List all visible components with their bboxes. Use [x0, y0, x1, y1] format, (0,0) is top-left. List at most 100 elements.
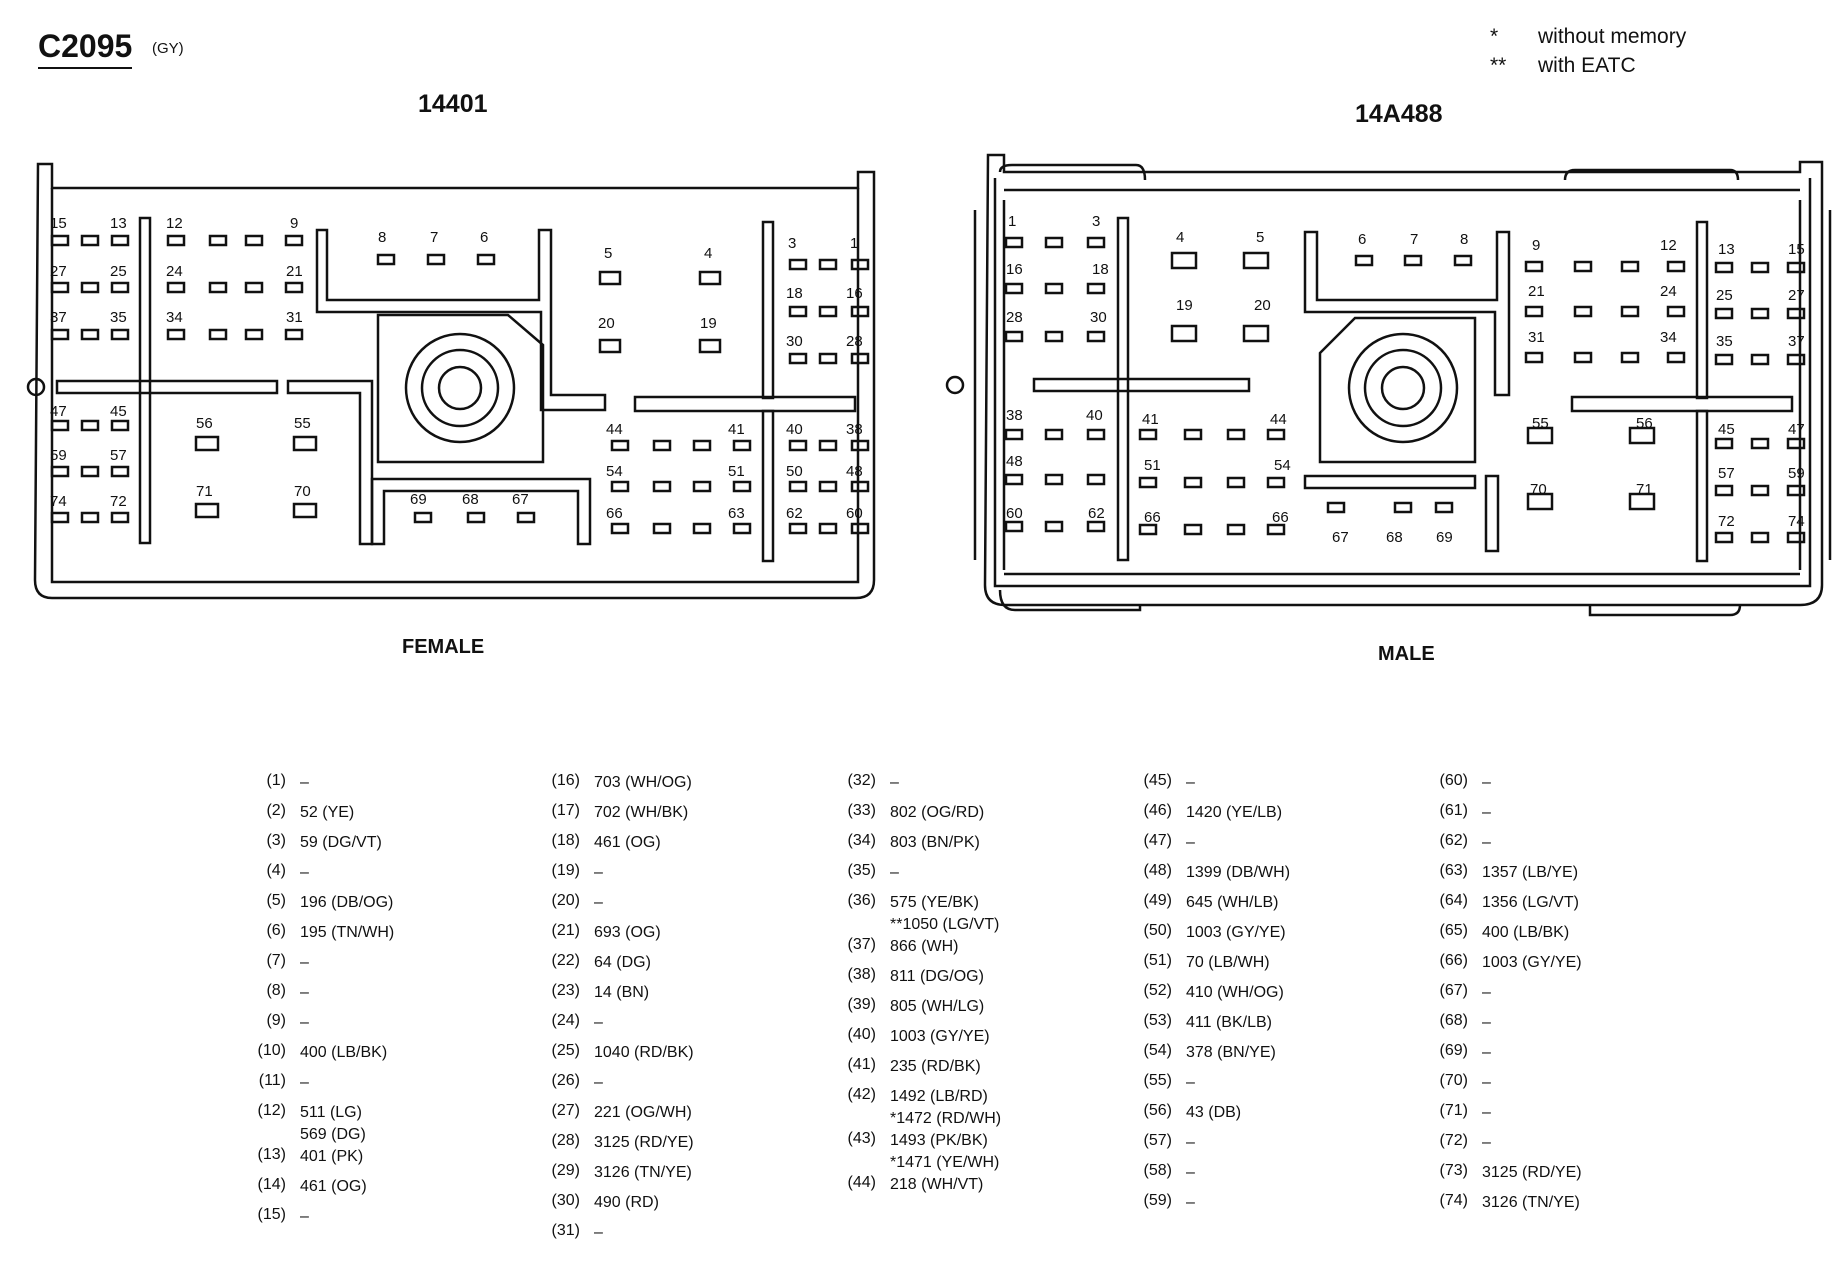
pin-cavity — [1620, 351, 1640, 364]
pin-cavity — [244, 234, 264, 247]
pin-label: 59 — [1788, 465, 1805, 482]
pin-circuit-line: 1040 (RD/BK) — [594, 1044, 694, 1061]
pin-label: 51 — [728, 463, 745, 480]
pin-label: 47 — [50, 403, 67, 420]
pin-cavity — [610, 480, 630, 493]
pin-number: (73) — [1439, 1162, 1468, 1179]
pin-cavity — [166, 328, 186, 341]
pin-table-row: (11)– — [232, 1072, 502, 1102]
pin-cavity — [1714, 261, 1734, 274]
pin-circuit: 702 (WH/BK) — [594, 802, 796, 832]
pin-number: (2) — [266, 802, 286, 819]
pin-cavity — [50, 419, 70, 432]
pin-number: (57) — [1143, 1132, 1172, 1149]
pin-cavity — [1004, 330, 1024, 343]
pin-circuit-line: – — [1186, 1164, 1195, 1181]
pin-table-row: (32)– — [822, 772, 1092, 802]
pin-circuit-line: 218 (WH/VT) — [890, 1176, 984, 1193]
pin-circuit-line: – — [594, 894, 603, 911]
pin-number: (17) — [551, 802, 580, 819]
pin-circuit: 378 (BN/YE) — [1186, 1042, 1388, 1072]
pin-table-row: (52)410 (WH/OG) — [1118, 982, 1388, 1012]
pin-number: (48) — [1143, 862, 1172, 879]
pin-circuit-line: – — [1186, 1134, 1195, 1151]
pin-circuit-line: 802 (OG/RD) — [890, 804, 985, 821]
pin-cavity — [732, 480, 752, 493]
pin-cavity — [1086, 520, 1106, 533]
pin-circuit: – — [1482, 832, 1684, 862]
pin-circuit-line: 43 (DB) — [1186, 1104, 1242, 1121]
pin-label: 4 — [704, 245, 712, 262]
pin-number: (24) — [551, 1012, 580, 1029]
pin-cavity — [1750, 484, 1770, 497]
pin-label: 35 — [110, 309, 127, 326]
pin-cavity — [80, 234, 100, 247]
pin-cavity — [80, 465, 100, 478]
pin-label: 72 — [110, 493, 127, 510]
connector-color: (GY) — [152, 40, 184, 57]
pin-label: 5 — [604, 245, 612, 262]
pin-circuit: 1420 (YE/LB) — [1186, 802, 1388, 832]
pin-circuit: – — [1482, 1072, 1684, 1102]
pin-label: 9 — [290, 215, 298, 232]
pin-label: 34 — [166, 309, 183, 326]
pin-cavity — [1044, 330, 1064, 343]
pin-circuit: 490 (RD) — [594, 1192, 796, 1222]
pin-cavity — [208, 234, 228, 247]
pin-label: 6 — [480, 229, 488, 246]
pin-table-row: (30) 490 (RD) — [526, 1192, 796, 1222]
pin-number: (50) — [1143, 922, 1172, 939]
pin-label: 70 — [1530, 481, 1547, 498]
pin-circuit-line: – — [1186, 834, 1195, 851]
pin-cavity — [610, 522, 630, 535]
pin-circuit-line: – — [594, 1074, 603, 1091]
pin-table-row: (27)221 (OG/WH) — [526, 1102, 796, 1132]
pin-label: 37 — [1788, 333, 1805, 350]
pin-table-row: (35)– — [822, 862, 1092, 892]
pin-number: (53) — [1143, 1012, 1172, 1029]
pin-cavity — [1573, 351, 1593, 364]
pin-table-row: (13)401 (PK) — [232, 1146, 502, 1176]
pin-number: (4) — [266, 862, 286, 879]
pin-label: 20 — [1254, 297, 1271, 314]
pin-circuit-line: 866 (WH) — [890, 938, 959, 955]
pin-table-row: (29)3126 (TN/YE) — [526, 1162, 796, 1192]
pin-number: (30) — [551, 1192, 580, 1209]
pin-cavity — [1786, 353, 1806, 366]
pin-number: (47) — [1143, 832, 1172, 849]
pin-cavity — [1714, 307, 1734, 320]
pin-number: (33) — [847, 802, 876, 819]
pin-label: 7 — [1410, 231, 1418, 248]
pin-label: 21 — [286, 263, 303, 280]
pin-number: (44) — [847, 1174, 876, 1191]
pin-table-row: (14)461 (OG) — [232, 1176, 502, 1206]
pin-table-row: (3)59 (DG/VT) — [232, 832, 502, 862]
pin-label: 5 — [1256, 229, 1264, 246]
pin-table-column: (60)–(61)–(62)–(63)1357 (LB/YE)(64)1356 … — [1414, 772, 1684, 1222]
pin-cavity — [1226, 476, 1246, 489]
pin-cavity — [850, 352, 870, 365]
pin-circuit: 3125 (RD/YE) — [1482, 1162, 1684, 1192]
pin-cavity — [284, 328, 304, 341]
pin-number: (7) — [266, 952, 286, 969]
pin-table-row: (56)43 (DB) — [1118, 1102, 1388, 1132]
pin-cavity — [292, 502, 318, 519]
pin-cavity — [80, 511, 100, 524]
pin-circuit-line: 64 (DG) — [594, 954, 651, 971]
pin-label: 55 — [1532, 415, 1549, 432]
pin-cavity — [466, 511, 486, 524]
male-latch — [945, 375, 965, 395]
pin-cavity — [1226, 523, 1246, 536]
pin-circuit: – — [1186, 772, 1388, 802]
pin-circuit-line: 3125 (RD/YE) — [594, 1134, 694, 1151]
pin-cavity — [1044, 236, 1064, 249]
pin-cavity — [818, 522, 838, 535]
pin-circuit: – — [1482, 1102, 1684, 1132]
pin-number: (60) — [1439, 772, 1468, 789]
pin-label: 4 — [1176, 229, 1184, 246]
pin-number: (45) — [1143, 772, 1172, 789]
pin-cavity — [476, 253, 496, 266]
legend-symbol: ** — [1490, 54, 1507, 77]
pin-cavity — [1786, 531, 1806, 544]
pin-label: 28 — [1006, 309, 1023, 326]
